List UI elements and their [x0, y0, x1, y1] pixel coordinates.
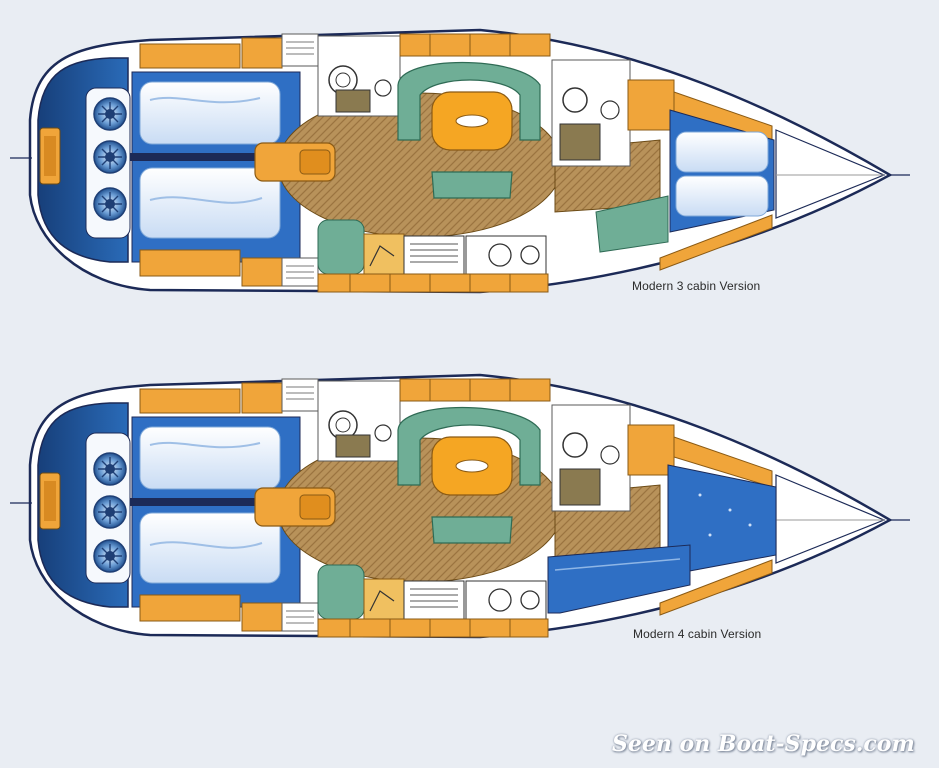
- layout-caption-3-cabin: Modern 3 cabin Version: [632, 279, 761, 293]
- layout-caption-4-cabin: Modern 4 cabin Version: [633, 627, 762, 641]
- steering-wheel-icon: [93, 187, 127, 221]
- layout-4-cabin: [8, 373, 912, 639]
- steering-wheel-icon: [93, 452, 127, 486]
- layout-3-cabin: [8, 28, 912, 294]
- watermark: Seen on Boat-Specs.com: [612, 731, 915, 757]
- steering-wheel-icon: [93, 97, 127, 131]
- steering-wheel-icon: [93, 495, 127, 529]
- steering-wheel-icon: [93, 140, 127, 174]
- steering-wheel-icon: [93, 539, 127, 573]
- hull-plan: [8, 28, 912, 294]
